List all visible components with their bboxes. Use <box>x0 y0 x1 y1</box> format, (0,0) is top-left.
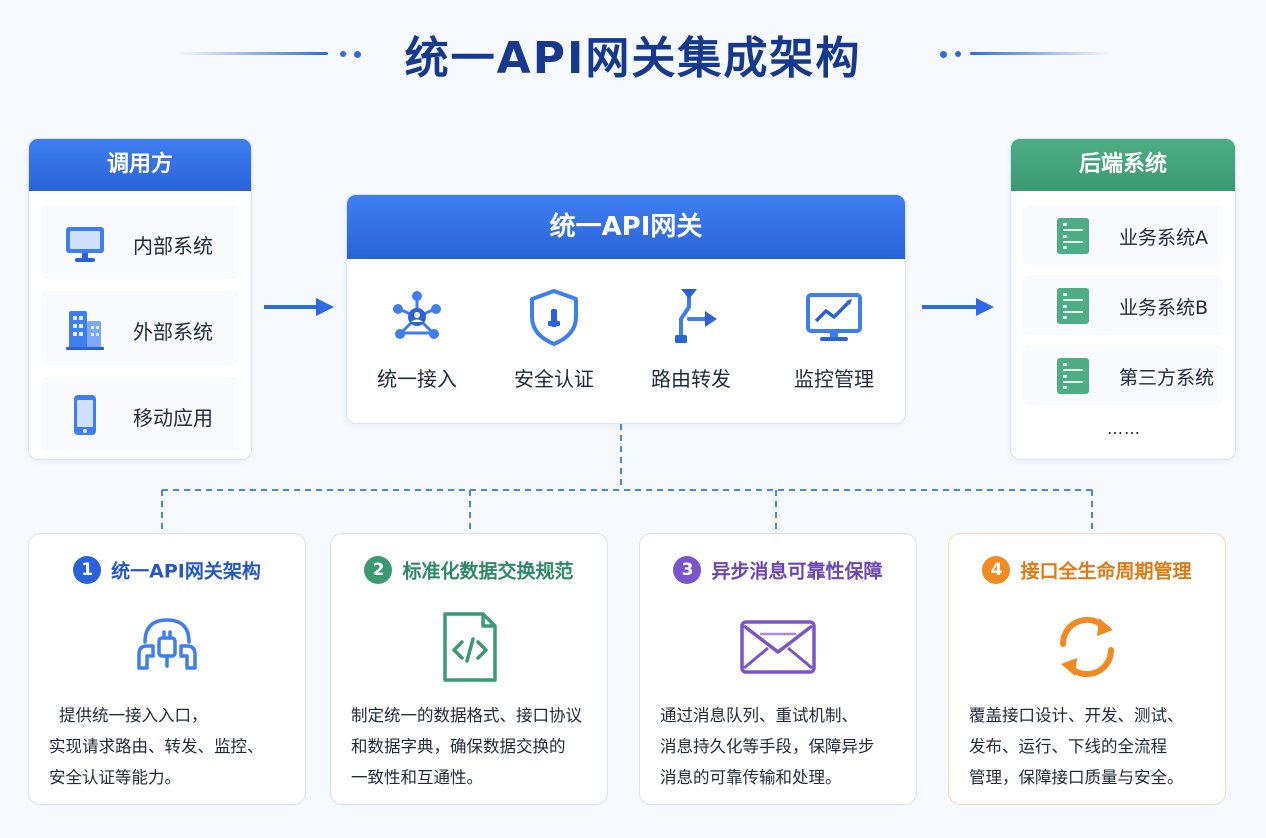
gateway-feature-label: 统一接入 <box>377 367 457 391</box>
plug-connector-icon <box>137 618 197 670</box>
card-lifecycle-management: 4 接口全生命周期管理 覆盖接口设计、开发、测试、 发布、运行、下线的全流程 管理… <box>948 533 1226 805</box>
card-desc-line: 和数据字典，确保数据交换的 <box>351 737 566 756</box>
gateway-header: 统一API网关 <box>347 195 905 259</box>
number-badge: 4 <box>982 556 1011 584</box>
caller-label: 内部系统 <box>133 234 213 258</box>
number-badge: 2 <box>364 556 393 584</box>
caller-item-external: 外部系统 <box>41 291 239 365</box>
card-description: 覆盖接口设计、开发、测试、 发布、运行、下线的全流程 管理，保障接口质量与安全。 <box>969 700 1211 793</box>
gateway-feature-label: 安全认证 <box>514 367 594 391</box>
card-desc-line: 消息的可靠传输和处理。 <box>660 768 842 787</box>
card-desc-line: 发布、运行、下线的全流程 <box>969 737 1167 756</box>
card-title: 接口全生命周期管理 <box>1020 560 1192 583</box>
monitor-icon <box>66 227 104 262</box>
card-desc-line: 制定统一的数据格式、接口协议 <box>351 706 582 725</box>
card-desc-line: 提供统一接入入口， <box>59 706 208 725</box>
card-async-messaging: 3 异步消息可靠性保障 通过消息队列、重试机制、 消息持久化等手段，保障异步 消息… <box>639 533 917 805</box>
backend-item-third-party: 第三方系统 <box>1023 345 1223 405</box>
title-decoration-right <box>938 49 1110 59</box>
route-fork-icon <box>675 289 717 343</box>
card-title: 统一API网关架构 <box>111 560 261 583</box>
buildings-icon <box>66 311 104 350</box>
card-icon-wrap <box>640 612 916 682</box>
refresh-cycle-icon <box>1059 616 1115 678</box>
gateway-feature-label: 路由转发 <box>651 367 731 391</box>
arrow-callers-to-gateway <box>264 298 334 316</box>
card-desc-line: 实现请求路由、转发、监控、 <box>49 737 264 756</box>
monitor-chart-icon <box>806 293 862 341</box>
backend-item-a: 业务系统A <box>1023 205 1223 265</box>
backend-panel: 后端系统 业务系统A 业务系统B 第三方系统 …… <box>1010 138 1236 460</box>
card-desc-line: 通过消息队列、重试机制、 <box>660 706 858 725</box>
gateway-feature-label: 监控管理 <box>794 367 874 391</box>
server-icon <box>1057 358 1089 394</box>
number-badge: 3 <box>673 556 702 584</box>
backend-label: 业务系统A <box>1119 227 1208 249</box>
card-desc-line: 覆盖接口设计、开发、测试、 <box>969 706 1184 725</box>
card-desc-line: 管理，保障接口质量与安全。 <box>969 768 1184 787</box>
backend-item-b: 业务系统B <box>1023 275 1223 335</box>
backend-header: 后端系统 <box>1011 139 1235 191</box>
number-badge: 1 <box>73 556 102 584</box>
card-title-row: 1 统一API网关架构 <box>29 556 305 584</box>
card-desc-line: 消息持久化等手段，保障异步 <box>660 737 875 756</box>
card-icon-wrap <box>29 612 305 682</box>
card-title-row: 3 异步消息可靠性保障 <box>640 556 916 584</box>
gateway-feature-access: 统一接入 <box>352 287 482 392</box>
card-description: 制定统一的数据格式、接口协议 和数据字典，确保数据交换的 一致性和互通性。 <box>351 700 593 793</box>
caller-label: 移动应用 <box>133 406 213 430</box>
envelope-icon <box>740 620 816 674</box>
card-description: 提供统一接入入口， 实现请求路由、转发、监控、 安全认证等能力。 <box>49 700 291 793</box>
mobile-phone-icon <box>74 395 96 435</box>
card-title-row: 4 接口全生命周期管理 <box>949 556 1225 584</box>
backend-label: 第三方系统 <box>1119 367 1215 389</box>
caller-item-internal: 内部系统 <box>41 205 239 279</box>
card-desc-line: 一致性和互通性。 <box>351 768 483 787</box>
callers-panel: 调用方 内部系统 外部系统 <box>28 138 252 460</box>
gateway-panel: 统一API网关 统一接入 安全认证 <box>346 194 906 424</box>
card-desc-line: 安全认证等能力。 <box>49 768 181 787</box>
backend-more-ellipsis: …… <box>1107 419 1141 438</box>
caller-label: 外部系统 <box>133 320 213 344</box>
card-data-exchange: 2 标准化数据交换规范 制定统一的数据格式、接口协议 和数据字典，确保数据交换的 … <box>330 533 608 805</box>
backend-label: 业务系统B <box>1119 297 1209 319</box>
caller-item-mobile: 移动应用 <box>41 377 239 451</box>
page-title: 统一API网关集成架构 <box>404 33 862 84</box>
arrow-gateway-to-backend <box>922 298 994 316</box>
card-unified-gateway: 1 统一API网关架构 提供统一接入入口， 实现请求路由、转发、监控、 安全认证等… <box>28 533 306 805</box>
gateway-feature-security: 安全认证 <box>489 287 619 392</box>
server-icon <box>1057 288 1089 324</box>
card-title: 标准化数据交换规范 <box>402 560 574 583</box>
gateway-feature-monitoring: 监控管理 <box>769 287 899 392</box>
callers-header: 调用方 <box>29 139 251 191</box>
card-icon-wrap <box>331 612 607 682</box>
card-icon-wrap <box>949 612 1225 682</box>
network-hub-icon <box>393 291 441 339</box>
title-decoration-left <box>178 49 368 59</box>
card-description: 通过消息队列、重试机制、 消息持久化等手段，保障异步 消息的可靠传输和处理。 <box>660 700 902 793</box>
server-icon <box>1057 218 1089 254</box>
card-title-row: 2 标准化数据交换规范 <box>331 556 607 584</box>
dashed-connector-lines <box>161 424 1093 532</box>
code-file-icon <box>443 612 497 682</box>
shield-icon <box>530 289 578 346</box>
card-title: 异步消息可靠性保障 <box>711 560 883 583</box>
gateway-feature-routing: 路由转发 <box>626 287 756 392</box>
